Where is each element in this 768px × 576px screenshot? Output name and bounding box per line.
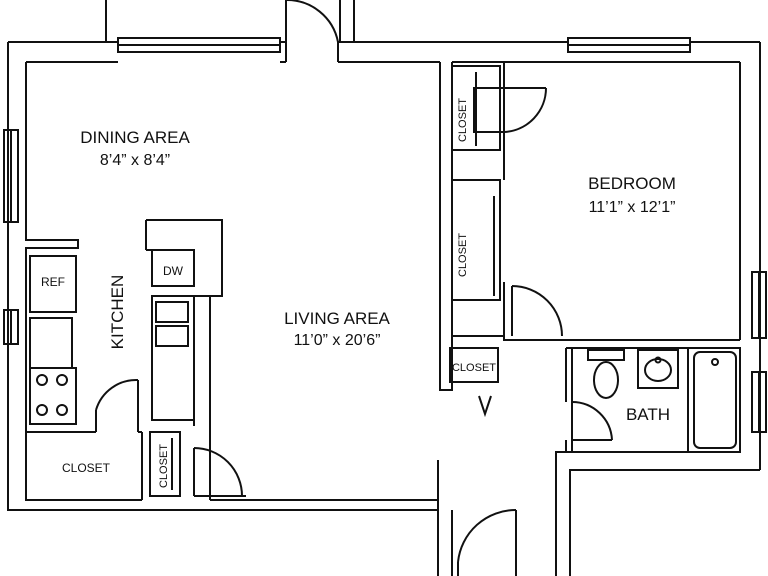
living-area-dimensions: 11’0” x 20’6”	[294, 332, 381, 349]
bedroom-closet-mid-label: CLOSET	[457, 233, 469, 277]
dining-area-label: DINING AREA	[80, 128, 190, 147]
ref-label: REF	[41, 275, 65, 289]
bath-label: BATH	[626, 405, 670, 424]
bath-fixtures	[587, 347, 741, 453]
bedroom-closet-top-label: CLOSET	[457, 98, 469, 142]
kitchen-closet-label: CLOSET	[62, 461, 111, 475]
interior-walls	[26, 61, 740, 497]
dining-area-dimensions: 8’4” x 8’4”	[100, 152, 170, 169]
kitchen-label: KITCHEN	[108, 275, 127, 350]
hall-closet-small-label: CLOSET	[158, 444, 170, 488]
doors	[95, 0, 613, 576]
windows	[3, 37, 767, 433]
bedroom-dimensions: 11’1” x 12’1”	[589, 199, 676, 216]
bath-hall-closet-label: CLOSET	[452, 362, 496, 374]
dw-label: DW	[163, 264, 184, 278]
bedroom-label: BEDROOM	[588, 174, 676, 193]
living-area-label: LIVING AREA	[284, 309, 390, 328]
